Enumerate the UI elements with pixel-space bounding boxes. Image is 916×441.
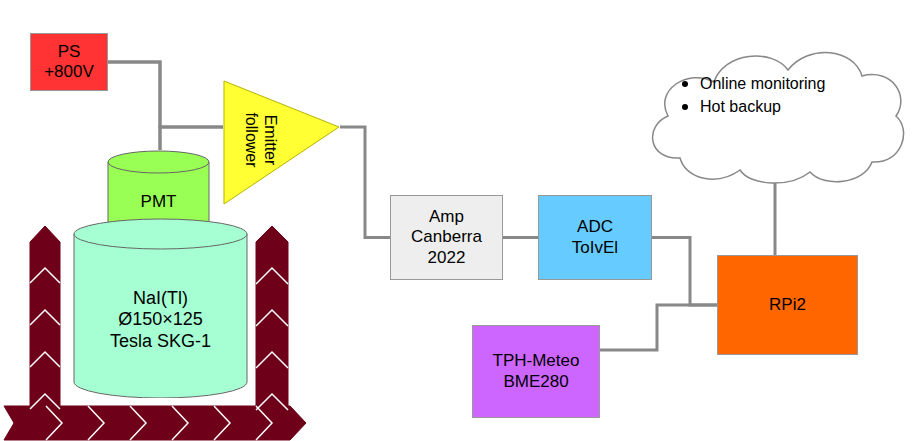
tri-outline [223,80,340,205]
node-label: ADC ToIvEl [559,217,631,258]
shield-arrow-right [256,226,288,412]
shield-arrow-left [30,226,60,412]
chevron-stroke [30,394,60,409]
node-label: RPi2 [738,295,838,315]
node-label: PMT [114,192,204,212]
power-supply-box: PS +800V [30,33,108,91]
chevron-stroke [30,352,60,367]
meteo-sensor-box: TPH-Meteo BME280 [472,325,600,418]
emitter-follower-triangle: Emitter follower [223,80,340,205]
chevron-stroke [30,268,60,283]
amplifier-box: Amp Canberra 2022 [390,195,503,280]
node-label: Emitter follower [242,107,280,173]
chevron-stroke [298,406,314,440]
chevron-stroke [256,310,288,326]
node-label: NaI(Tl) Ø150×125 Tesla SKG-1 [102,288,220,353]
chevron-stroke [256,406,272,440]
wire [108,62,160,150]
node-label: PS +800V [38,42,100,83]
cyl-outline [73,218,248,398]
shield-arrow-bottom [4,406,306,440]
wire [503,236,538,239]
rpi-box: RPi2 [717,255,858,355]
chevron-stroke [256,394,288,410]
chevron-stroke [256,352,288,368]
wire [600,305,717,350]
node-label: TPH-Meteo BME280 [484,351,588,392]
chevron-stroke [30,310,60,325]
bullet-dot [682,104,688,110]
bullet-dot [682,81,688,87]
adc-box: ADC ToIvEl [538,195,652,280]
cloud-services: Online monitoringHot backup [640,38,910,188]
chevron-stroke [256,268,288,284]
wire [652,238,717,306]
wire [108,62,223,127]
wire [340,127,390,238]
node-label: Hot backup [700,97,781,116]
node-label: Online monitoring [700,74,825,93]
node-label: Amp Canberra 2022 [405,207,489,268]
chevron-stroke [88,406,104,440]
chevron-stroke [172,406,188,440]
bullet-item: Hot backup [682,97,781,116]
wire [774,180,777,255]
detector-cylinder: NaI(Tl) Ø150×125 Tesla SKG-1 [73,218,248,398]
chevron-stroke [214,406,230,440]
bullet-item: Online monitoring [682,74,825,93]
chevron-stroke [46,406,62,440]
chevron-stroke [130,406,146,440]
wire [160,127,223,150]
